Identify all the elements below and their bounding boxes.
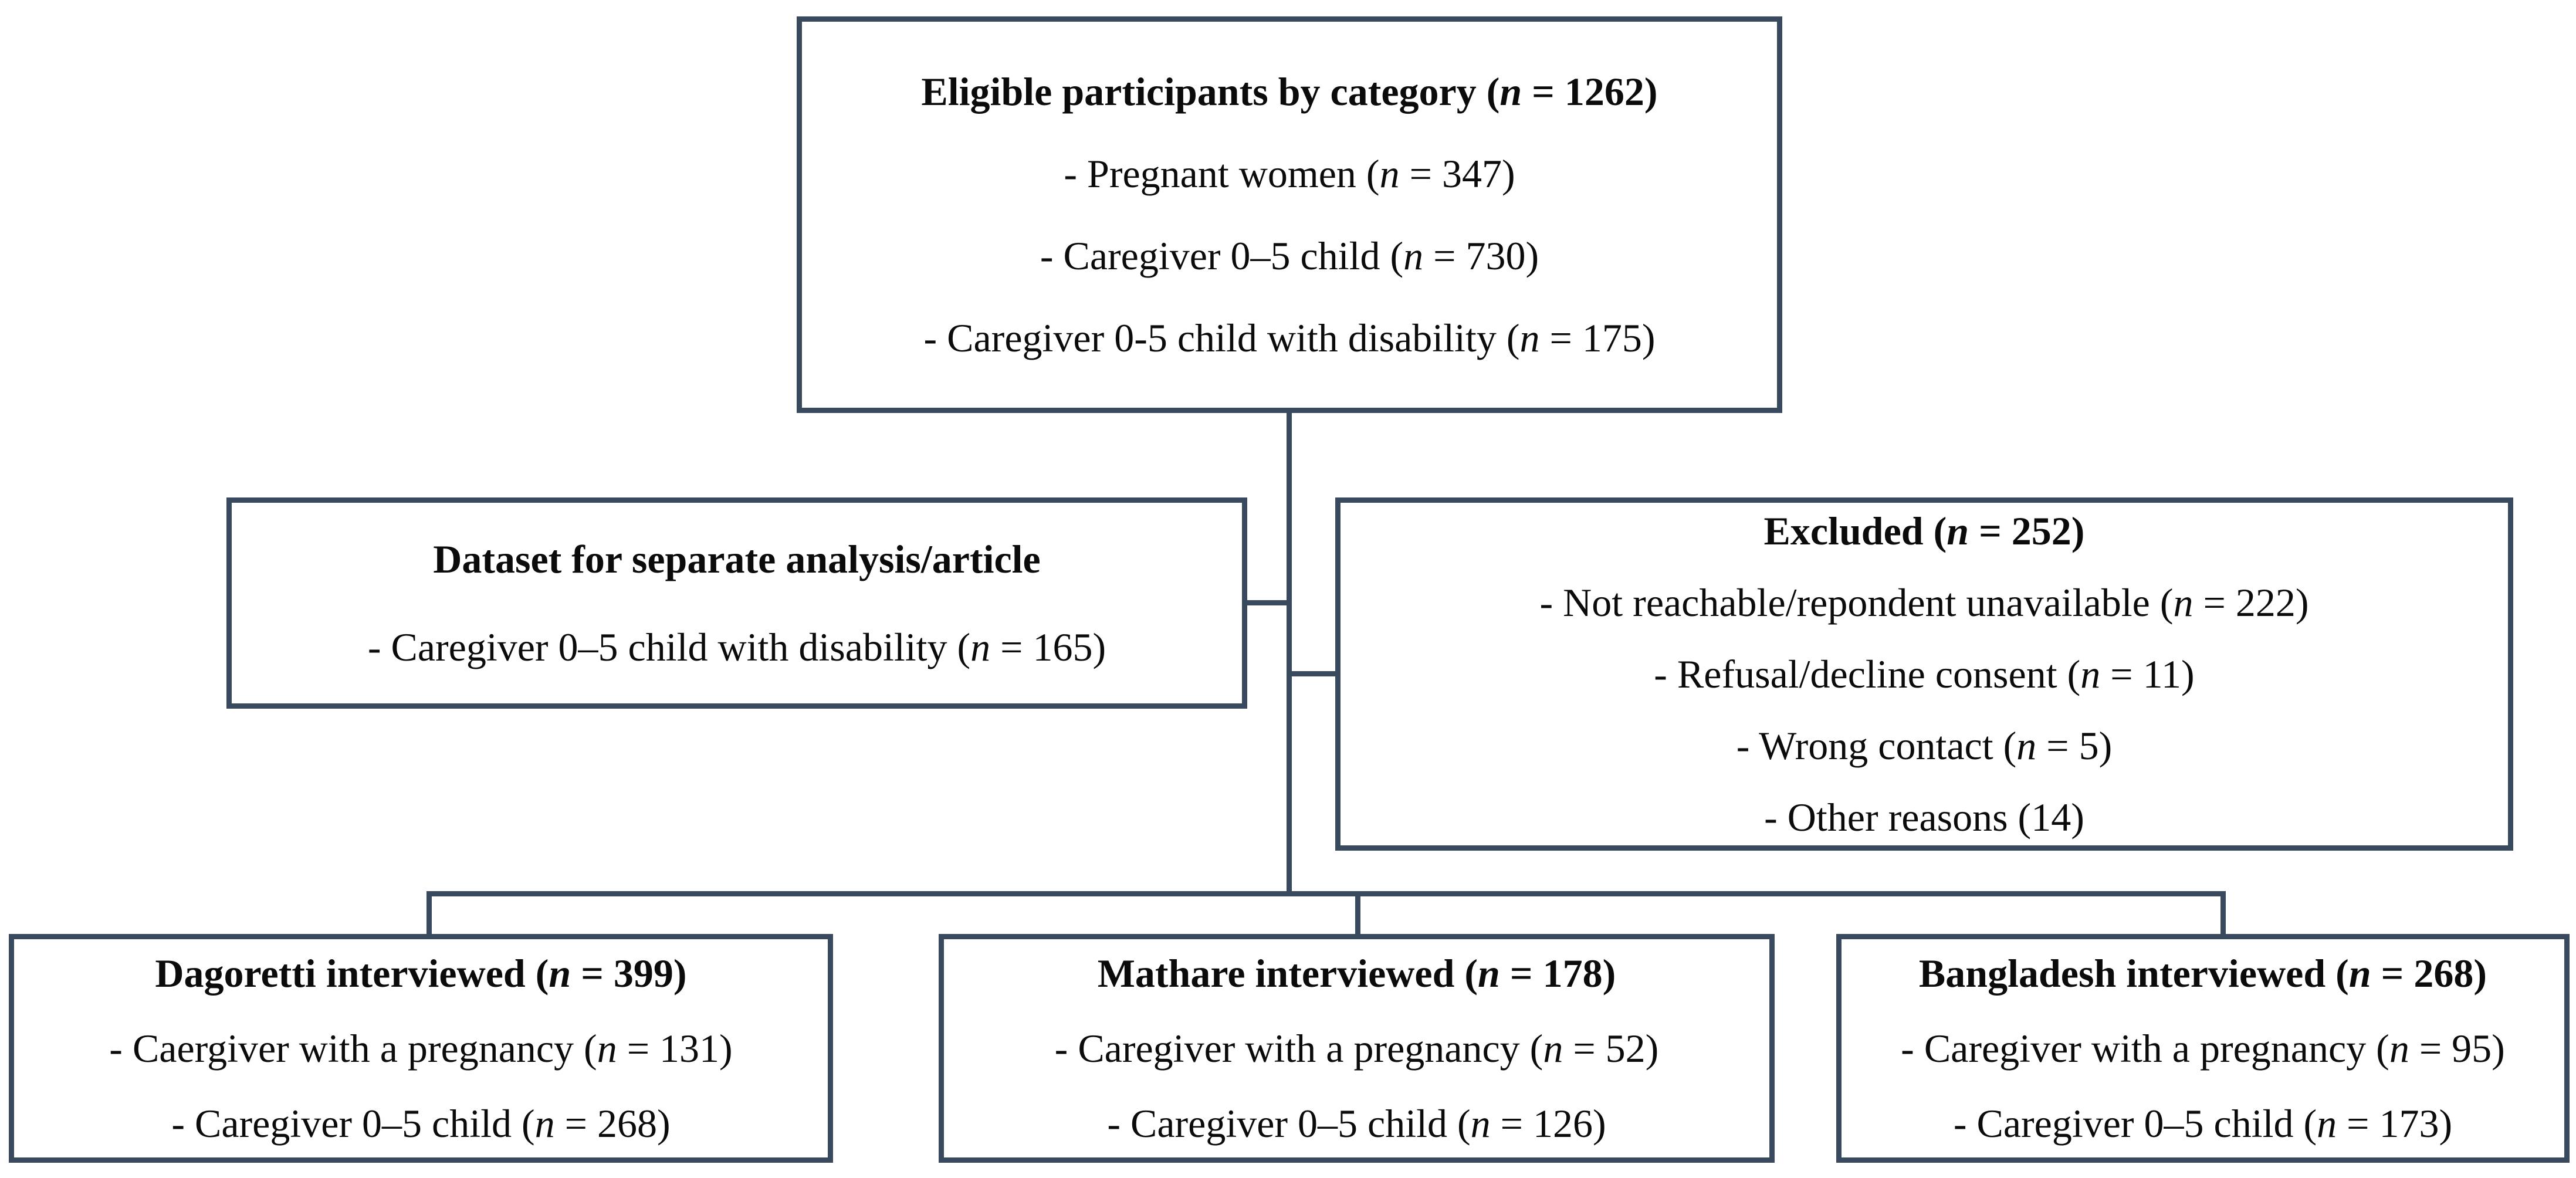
box-item: - Caregiver 0-5 child with disability (n… bbox=[923, 316, 1656, 360]
box-item: - Wrong contact (n = 5) bbox=[1736, 723, 2113, 768]
box-item: - Caregiver with a pregnancy (n = 95) bbox=[1901, 1026, 2505, 1071]
box-item: - Caergiver with a pregnancy (n = 131) bbox=[109, 1026, 733, 1071]
box-mathare-interviewed: Mathare interviewed (n = 178) - Caregive… bbox=[939, 934, 1775, 1163]
box-item: - Caregiver 0–5 child (n = 268) bbox=[171, 1101, 671, 1146]
connector-to-dataset-box bbox=[1244, 600, 1291, 605]
box-item: - Other reasons (14) bbox=[1764, 795, 2084, 840]
box-dataset-separate-analysis: Dataset for separate analysis/article - … bbox=[226, 497, 1247, 709]
connector-stub-bangladesh bbox=[2220, 891, 2226, 937]
box-bangladesh-interviewed: Bangladesh interviewed (n = 268) - Careg… bbox=[1836, 934, 2570, 1163]
box-title: Dataset for separate analysis/article bbox=[433, 537, 1041, 581]
box-title: Bangladesh interviewed (n = 268) bbox=[1918, 951, 2487, 996]
box-item: - Not reachable/repondent unavailable (n… bbox=[1539, 580, 2309, 625]
connector-stub-dagoretti bbox=[426, 891, 432, 937]
box-item: - Caregiver with a pregnancy (n = 52) bbox=[1054, 1026, 1659, 1071]
box-dagoretti-interviewed: Dagoretti interviewed (n = 399) - Caergi… bbox=[9, 934, 833, 1163]
box-title: Dagoretti interviewed (n = 399) bbox=[155, 951, 687, 996]
connector-branch-line bbox=[426, 891, 2226, 896]
box-excluded: Excluded (n = 252) - Not reachable/repon… bbox=[1335, 497, 2513, 851]
connector-top-to-branch bbox=[1287, 409, 1292, 896]
connector-to-excluded-box bbox=[1289, 671, 1339, 676]
connector-stub-mathare bbox=[1355, 891, 1360, 937]
box-item: - Caregiver 0–5 child (n = 173) bbox=[1953, 1101, 2453, 1146]
box-item: - Caregiver 0–5 child (n = 126) bbox=[1107, 1101, 1606, 1146]
box-title: Mathare interviewed (n = 178) bbox=[1097, 951, 1616, 996]
box-item: - Caregiver 0–5 child (n = 730) bbox=[1040, 233, 1539, 278]
box-eligible-participants: Eligible participants by category (n = 1… bbox=[797, 16, 1782, 413]
box-title: Excluded (n = 252) bbox=[1763, 509, 2085, 553]
box-item: - Pregnant women (n = 347) bbox=[1064, 151, 1515, 196]
box-title: Eligible participants by category (n = 1… bbox=[921, 69, 1658, 114]
box-item: - Caregiver 0–5 child with disability (n… bbox=[367, 625, 1106, 669]
box-item: - Refusal/decline consent (n = 11) bbox=[1654, 652, 2195, 696]
